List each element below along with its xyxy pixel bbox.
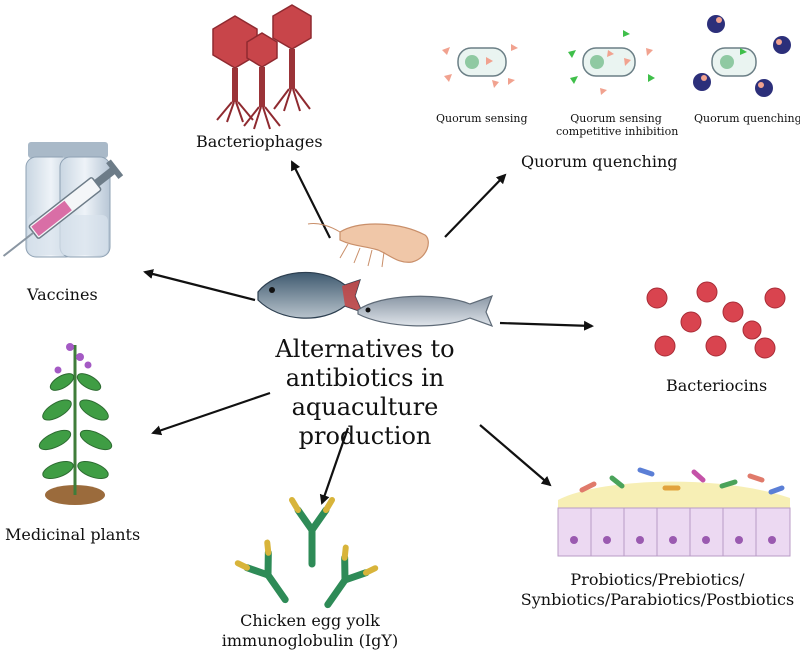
medicinal-plant-icon: [38, 343, 113, 505]
label-igy-line-1: Chicken egg yolk: [240, 611, 380, 630]
arrow-bacteriocins: [499, 320, 594, 331]
center-title: Alternatives to antibiotics in aquacultu…: [260, 335, 470, 451]
label-igy-line-2: immunoglobulin (IgY): [221, 631, 399, 650]
label-medicinal-plants: Medicinal plants: [5, 525, 141, 544]
igy-antibody-icon: [234, 497, 379, 609]
center-title-line-2: antibiotics in: [285, 364, 445, 392]
label-quorum-quenching-small: Quorum quenching: [694, 112, 800, 125]
label-qs-inhibition-line-1: Quorum sensing: [570, 112, 662, 125]
arrow-igy: [319, 427, 350, 505]
arrows: [143, 160, 594, 505]
label-vaccines: Vaccines: [27, 285, 98, 304]
label-probiotics-line-2: Synbiotics/Parabiotics/Postbiotics: [520, 590, 795, 609]
quorum-quenching-icon: [693, 15, 791, 97]
quorum-inhibition-icon: [568, 30, 655, 95]
quorum-sensing-icon: [442, 44, 518, 88]
arrow-quorum-quenching: [444, 173, 507, 238]
arrow-probiotics: [479, 424, 552, 487]
label-quorum-quenching: Quorum quenching: [521, 152, 678, 171]
label-igy: Chicken egg yolk immunoglobulin (IgY): [220, 611, 400, 651]
arrow-vaccines: [143, 269, 256, 302]
bacteriocin-icon: [646, 281, 786, 359]
center-title-line-1: Alternatives to: [275, 335, 455, 363]
label-quorum-sensing: Quorum sensing: [436, 112, 528, 125]
gut-epithelium-icon: [557, 467, 791, 557]
label-probiotics-line-1: Probiotics/Prebiotics/: [570, 570, 745, 589]
salmon-icon: [357, 294, 494, 328]
syringe-icon: [2, 159, 124, 257]
label-qs-inhibition: Quorum sensing competitive inhibition: [556, 112, 679, 138]
bacteriophage-icon: [212, 4, 312, 130]
center-title-line-3: aquaculture production: [291, 393, 439, 450]
shrimp-icon: [307, 223, 429, 268]
arrow-medicinal-plants: [151, 391, 271, 436]
tilapia-icon: [257, 271, 364, 319]
arrow-bacteriophages: [291, 160, 331, 239]
label-qs-inhibition-line-2: competitive inhibition: [556, 125, 679, 138]
label-bacteriocins: Bacteriocins: [666, 376, 768, 395]
label-probiotics: Probiotics/Prebiotics/ Synbiotics/Parabi…: [520, 570, 795, 610]
label-bacteriophages: Bacteriophages: [196, 132, 323, 151]
